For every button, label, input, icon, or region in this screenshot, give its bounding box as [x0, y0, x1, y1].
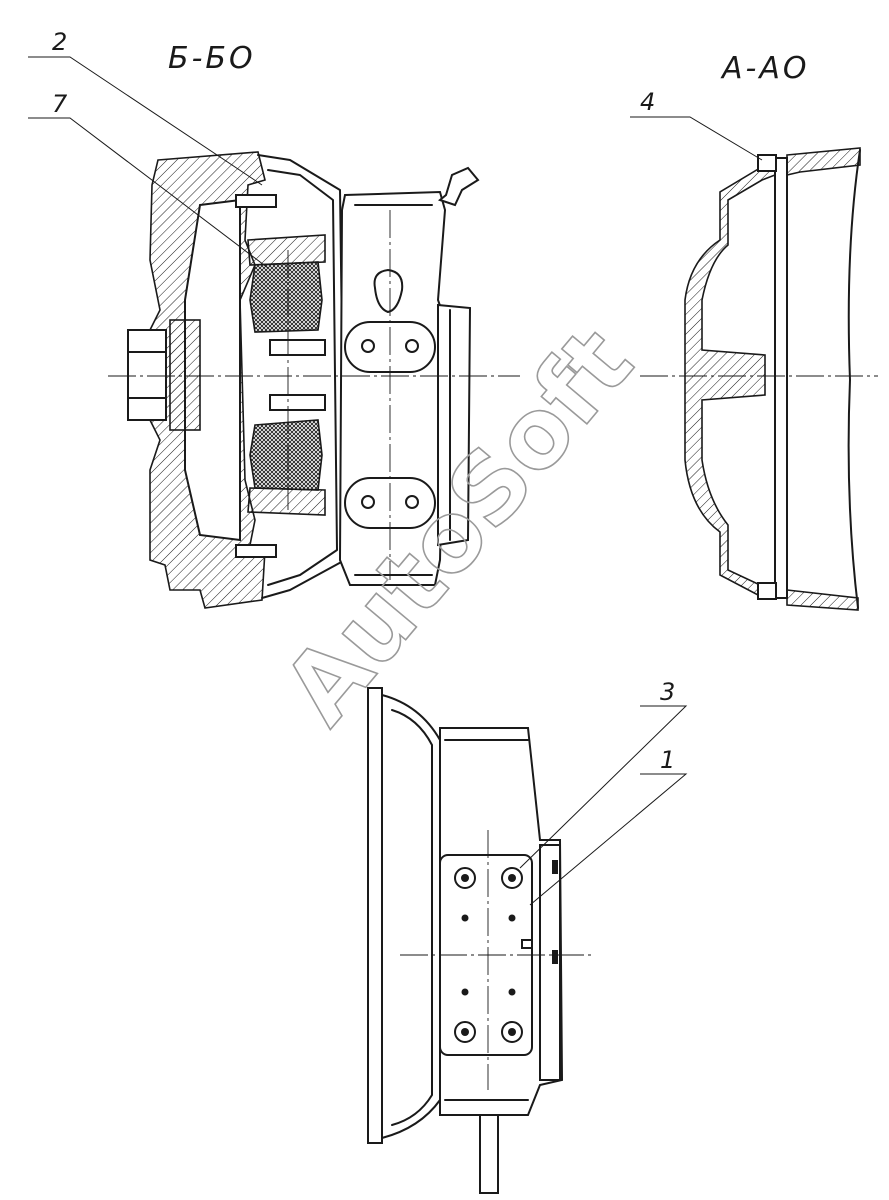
friction-disc-upper [249, 261, 323, 333]
pressure-ring-upper [247, 234, 326, 266]
callout-2-label: 2 [52, 28, 67, 56]
bolt-upper [235, 194, 277, 208]
bolt-mid-upper [269, 339, 326, 356]
callout-1-label: 1 [660, 746, 675, 774]
output-shaft [479, 1114, 499, 1194]
clutch-cover [257, 154, 346, 599]
section-a-a-view: А-АО 4 [630, 51, 878, 611]
section-a-a-title: А-АО [720, 51, 809, 86]
side-bracket [539, 844, 561, 1081]
front-flange [367, 687, 383, 1144]
housing-wall [786, 147, 861, 177]
section-b-b-title: Б-БО [168, 41, 256, 76]
sensor-bulb [373, 268, 404, 314]
callout-3-label: 3 [660, 678, 675, 706]
callout-7-leader [28, 117, 269, 269]
callout-7-label: 7 [52, 90, 68, 118]
housing-edge [847, 149, 861, 609]
callout-4-label: 4 [640, 88, 655, 116]
side-plate [437, 303, 472, 547]
hub-center-plate [169, 319, 201, 431]
section-b-b-view: Б-БО [28, 28, 520, 609]
callout-1-leader [529, 773, 688, 906]
flange-plate [774, 157, 788, 599]
cover-cap [684, 164, 776, 599]
friction-disc-lower [249, 419, 323, 491]
bolt-mid-lower [269, 394, 326, 411]
shaft-hub [127, 329, 167, 421]
side-view: 3 1 [367, 678, 688, 1194]
callout-2-leader [28, 56, 263, 186]
callout-4-leader [630, 116, 763, 161]
pressure-ring-lower [247, 487, 326, 516]
bolt-lower [235, 544, 277, 558]
breather-fitting [437, 166, 480, 207]
callout-3-leader [519, 705, 688, 869]
